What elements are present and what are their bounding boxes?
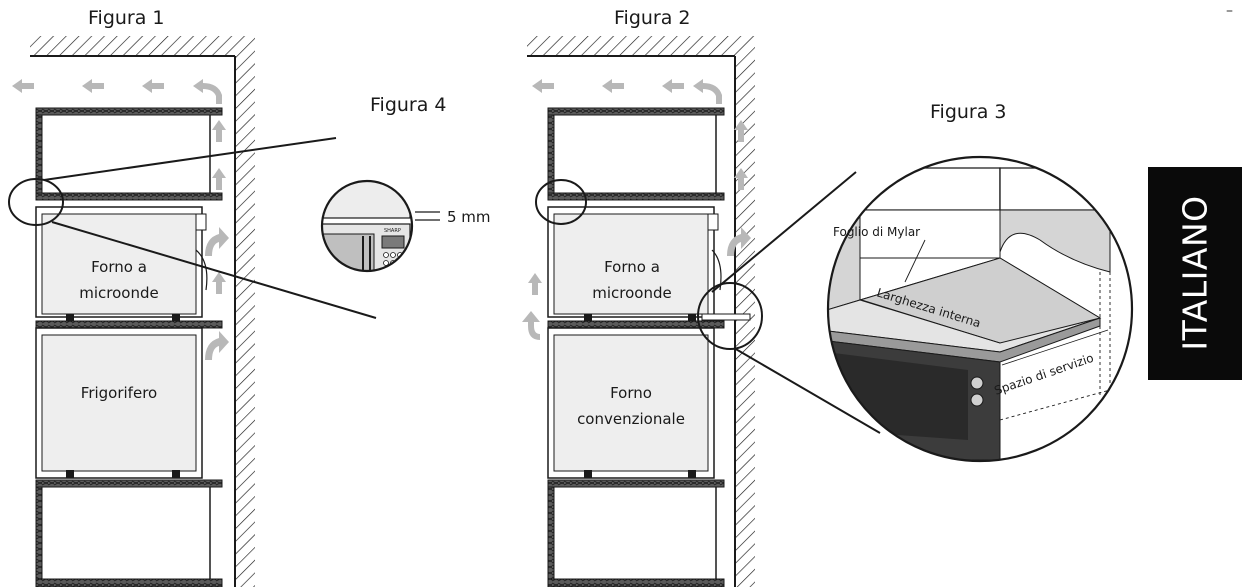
ceiling-hatch [30, 36, 235, 56]
corner-mark: – [1226, 3, 1233, 19]
language-tab: ITALIANO [1148, 167, 1242, 380]
mylar-label: Foglio di Mylar [833, 225, 920, 239]
wall-hatch [235, 36, 255, 587]
magnifier-circle [8, 178, 64, 226]
magnifier-circle [826, 155, 1134, 463]
control-knob-icon [388, 298, 398, 308]
fig2-oven-label-1: Forno [610, 384, 652, 402]
fig2-microwave-label-2: microonde [592, 284, 671, 302]
wall-hatch [735, 36, 755, 587]
control-knob-icon [388, 282, 398, 292]
figure-1-title: Figura 1 [88, 7, 165, 29]
gap-label: 5 mm [447, 208, 491, 226]
magnifier-circle [320, 179, 414, 273]
ceiling-hatch [527, 36, 735, 56]
figure-3-title: Figura 3 [930, 101, 1007, 123]
fig1-microwave-label-1: Forno a [91, 258, 147, 276]
control-knob-icon [970, 393, 984, 407]
figure-2: Figura 2 Forno a microonde Fo [522, 7, 763, 587]
fig2-microwave-label-1: Forno a [604, 258, 660, 276]
brand-label: SHARP [384, 228, 401, 234]
airflow-arrow-icon [193, 79, 222, 104]
fig1-microwave-label-2: microonde [79, 284, 158, 302]
figure-2-title: Figura 2 [614, 7, 691, 29]
figure-3: Figura 3 [826, 101, 1134, 463]
fig2-oven-label-2: convenzionale [577, 410, 685, 428]
language-tab-label: ITALIANO [1175, 195, 1215, 351]
magnifier-circle [535, 179, 587, 225]
control-knob-icon [970, 376, 984, 390]
magnifier-circle [697, 282, 763, 350]
fig1-fridge-label: Frigorifero [81, 384, 157, 402]
figure-4-title: Figura 4 [370, 94, 447, 116]
figure-4: Figura 4 SHARP 5 mm [320, 94, 491, 308]
figure-1: Figura 1 Forno a microonde [8, 7, 255, 587]
